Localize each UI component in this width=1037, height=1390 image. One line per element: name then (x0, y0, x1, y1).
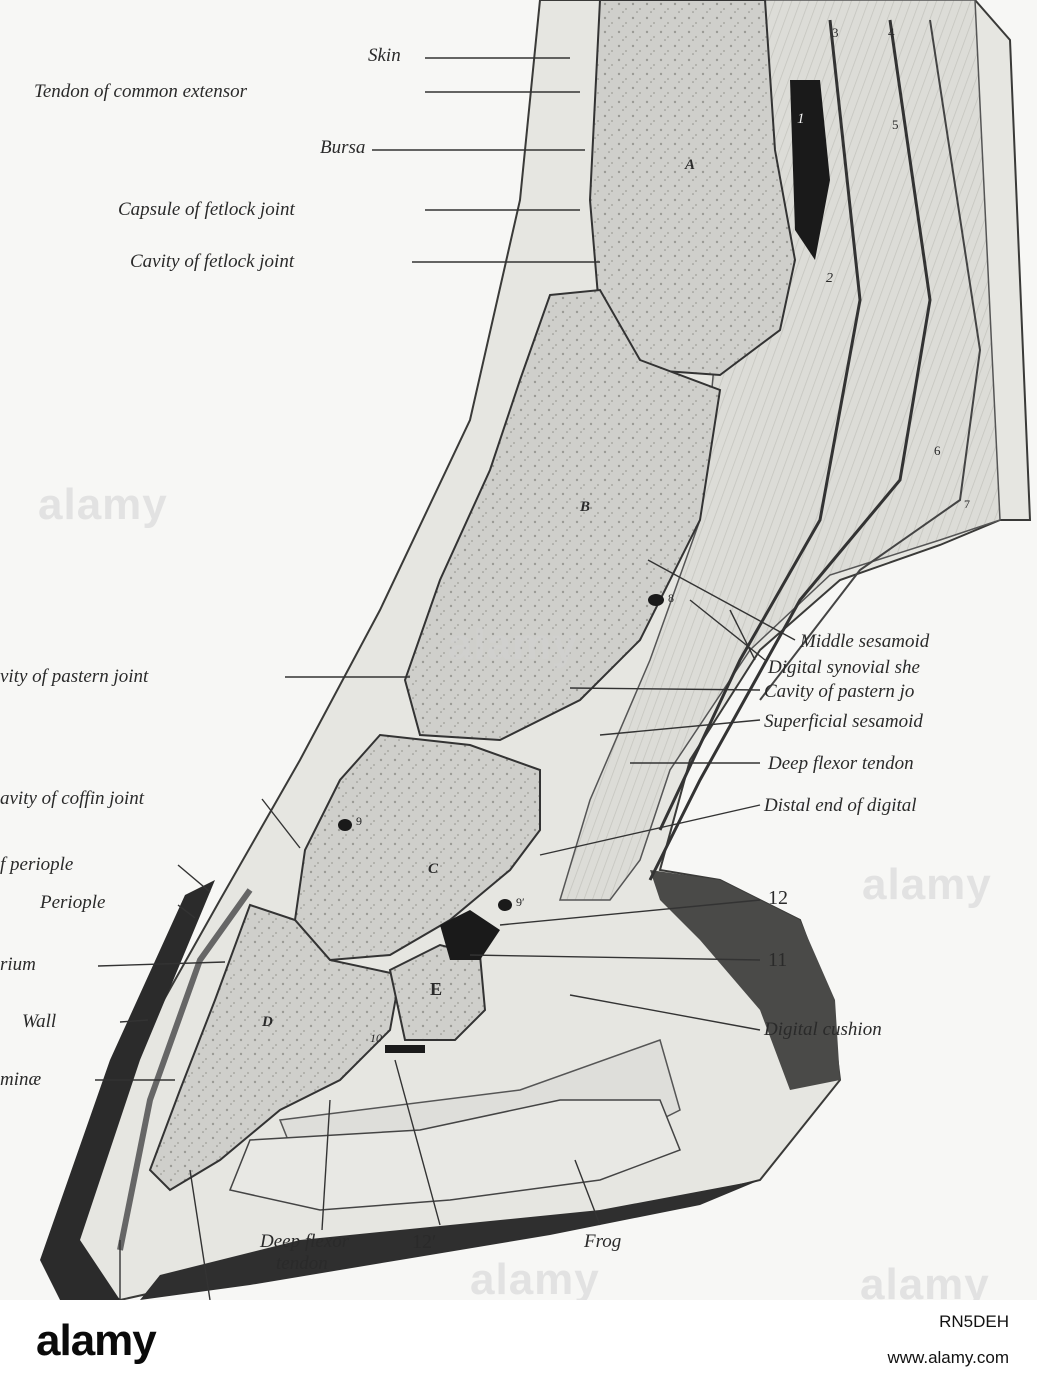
num-7: 7 (964, 497, 970, 511)
bone-b (403, 288, 722, 742)
bone-c (293, 733, 541, 962)
vessel-8 (648, 594, 664, 606)
bone-letter-d: D (262, 1014, 273, 1030)
label-superficial-sesamoid: Superficial sesamoid (764, 711, 923, 732)
heel-bulb (650, 870, 840, 1090)
label-cavity-pastern: vity of pastern joint (0, 666, 149, 687)
label-deep-flexor-bottom-1: Deep flexor (260, 1231, 350, 1252)
label-frog: Frog (584, 1231, 622, 1252)
brand-logo: alamy (36, 1316, 157, 1365)
bone-letter-b: B (580, 499, 591, 515)
bone-a (588, 0, 797, 377)
label-distal-end-digital: Distal end of digital (764, 795, 917, 816)
mark-10 (385, 1045, 425, 1053)
label-cavity-pastern-right: Cavity of pastern jo (764, 681, 915, 702)
site-url: www.alamy.com (887, 1348, 1009, 1367)
label-12-prime: 12′ (412, 1231, 437, 1253)
tendon-line-2 (648, 19, 932, 881)
bone-letter-e: E (430, 979, 443, 999)
bone-d (148, 903, 402, 1192)
num-3: 3 (832, 25, 839, 40)
image-reference-code: RN5DEH (939, 1312, 1009, 1331)
label-rium: rium (0, 954, 36, 975)
num-5: 5 (892, 117, 899, 132)
label-tendon-common-extensor: Tendon of common extensor (34, 81, 248, 102)
watermark-1: alamy (38, 480, 168, 529)
num-6: 6 (934, 443, 941, 458)
num-2: 2 (826, 271, 833, 286)
num-10: 10 (370, 1031, 382, 1045)
label-middle-sesamoid: Middle sesamoid (800, 631, 930, 652)
watermark-5: alamy (860, 1260, 990, 1300)
tendon-line-3 (759, 19, 982, 701)
leader-lines (95, 57, 796, 1300)
label-cavity-coffin: avity of coffin joint (0, 788, 145, 809)
label-wall: Wall (22, 1011, 57, 1032)
label-capsule-fetlock: Capsule of fetlock joint (118, 199, 295, 220)
num-9-prime: 9′ (516, 895, 525, 909)
hoof-wall (40, 880, 215, 1300)
joint-space (440, 910, 500, 960)
label-bursa: Bursa (320, 137, 366, 158)
diagram-area: alamy alamy alamy alamy alamy Skin Tendo… (0, 0, 1032, 1300)
hoof-section-illustration (40, 0, 1032, 1300)
tendon-line-1 (658, 19, 862, 831)
footer-bar: alamy RN5DEH www.alamy.com (0, 1300, 1037, 1390)
label-cavity-fetlock: Cavity of fetlock joint (130, 251, 295, 272)
label-deep-flexor-bottom-2: tendon (276, 1253, 328, 1274)
label-minae: minæ (0, 1069, 42, 1090)
frog-region (228, 1099, 681, 1211)
laminae-band (117, 888, 253, 1251)
watermark-2: alamy (448, 620, 578, 669)
bone-letter-a: A (685, 157, 696, 173)
recess-1 (790, 80, 830, 260)
bone-letter-c: C (428, 861, 439, 877)
num-1: 1 (797, 111, 805, 127)
label-f-periople: f periople (0, 854, 74, 875)
label-skin: Skin (368, 45, 401, 66)
label-digital-synovial-sheath: Digital synovial she (768, 657, 920, 678)
num-9: 9 (356, 814, 362, 828)
bone-e (388, 943, 487, 1041)
watermark-3: alamy (862, 860, 992, 909)
flexor-tendons (558, 0, 1001, 901)
sole-horn (140, 1180, 760, 1300)
label-digital-cushion: Digital cushion (764, 1019, 882, 1040)
label-periople: Periople (40, 892, 106, 913)
num-4: 4 (888, 25, 895, 40)
vessel-9p (498, 899, 512, 911)
vessel-9 (338, 819, 352, 831)
label-11: 11 (768, 949, 788, 971)
watermark-4: alamy (470, 1255, 600, 1300)
num-8: 8 (668, 591, 674, 605)
label-12: 12 (768, 887, 788, 909)
label-deep-flexor-tendon-right: Deep flexor tendon (768, 753, 914, 774)
